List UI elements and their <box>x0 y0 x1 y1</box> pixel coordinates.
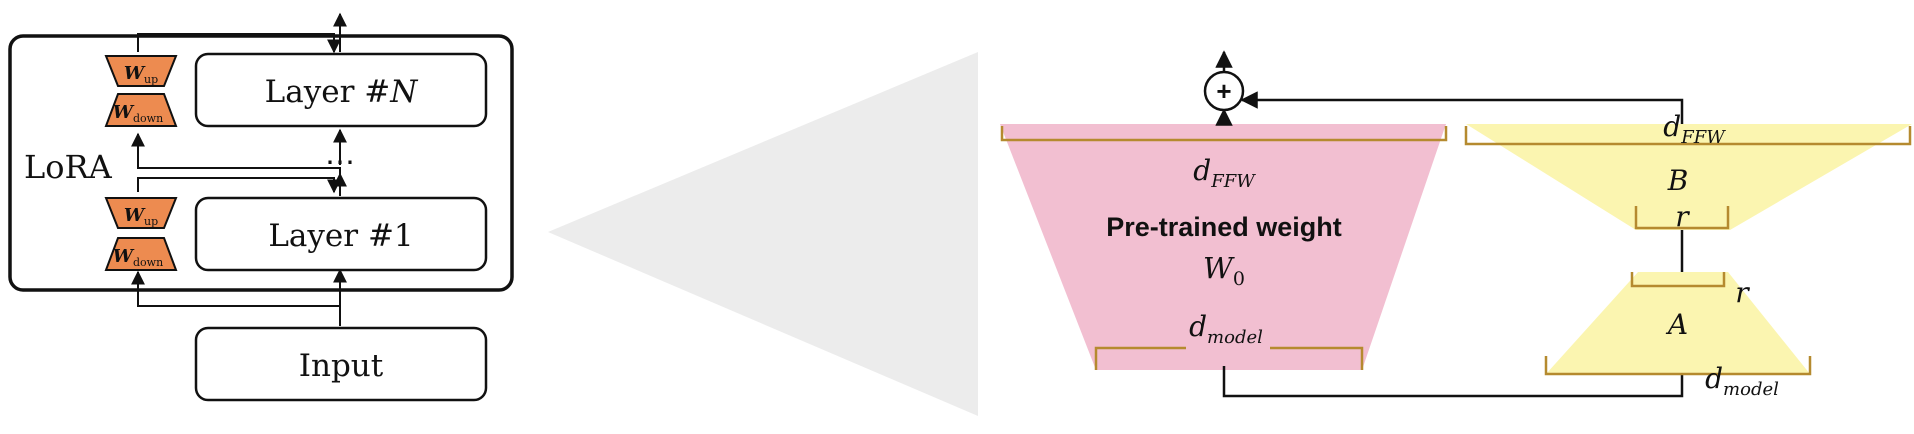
input-box <box>194 326 488 402</box>
adapter-bottom-down-label: Wdown <box>113 246 163 269</box>
zoom-cone <box>548 52 978 416</box>
layer-ellipsis: ⋯ <box>325 145 355 180</box>
bracket-pretrained-bottom <box>1094 346 1186 370</box>
pretrained-symbol: W0 <box>1203 251 1245 290</box>
layer-1-box <box>194 196 488 272</box>
matrix-a-label: A <box>1665 308 1688 341</box>
bracket-pretrained-top <box>1000 126 1448 142</box>
right-panel: + dFFW Pre-trained weight W0 dmodel dFFW… <box>1000 50 1912 400</box>
adapter-top-up-label: Wup <box>124 63 158 86</box>
bracket-a-rank <box>1630 272 1726 288</box>
input-label: Input <box>299 348 384 384</box>
pretrained-weight-shape <box>1000 124 1446 370</box>
adapter-bottom-down <box>104 237 178 271</box>
pretrained-title: Pre-trained weight <box>1106 212 1342 242</box>
adapter-bottom: Wup Wdown <box>104 197 178 271</box>
matrix-b-shape <box>1466 124 1912 230</box>
bracket-a-bottom <box>1544 356 1812 376</box>
bracket-b-rank <box>1634 206 1730 230</box>
sum-node <box>1203 70 1245 112</box>
bracket-pretrained-bottom-right <box>1270 346 1364 370</box>
matrix-a-bottom-dim: dmodel <box>1705 362 1779 400</box>
lora-group-label: LoRA <box>24 148 113 186</box>
matrix-b-rank: r <box>1675 200 1690 233</box>
layer-1-label: Layer #1 <box>268 218 413 254</box>
layer-n-box <box>194 52 488 128</box>
matrix-b-top-dim: dFFW <box>1663 110 1726 148</box>
matrix-a-shape <box>1546 272 1810 374</box>
pretrained-top-dim: dFFW <box>1193 154 1256 192</box>
matrix-a-rank: r <box>1735 276 1750 309</box>
lora-group-box <box>8 34 514 292</box>
layer-n-label: Layer #N <box>265 74 420 110</box>
adapter-top-down <box>104 93 178 127</box>
adapter-top-down-label: Wdown <box>113 102 163 125</box>
adapter-bottom-up-label: Wup <box>124 205 158 228</box>
dimension-brackets <box>1000 126 1912 376</box>
bracket-b-top <box>1464 126 1912 146</box>
pretrained-bottom-dim: dmodel <box>1189 310 1263 348</box>
adapter-bottom-up <box>104 197 178 229</box>
right-connection-lines <box>1215 50 1684 398</box>
connection-lines <box>131 12 347 326</box>
matrix-b-label: B <box>1667 164 1689 197</box>
adapter-top: Wup Wdown <box>104 55 178 127</box>
left-panel: Layer #N ⋯ Layer #1 Input LoRA Wup Wdown… <box>8 12 514 402</box>
adapter-top-up <box>104 55 178 87</box>
sum-symbol: + <box>1216 76 1231 106</box>
